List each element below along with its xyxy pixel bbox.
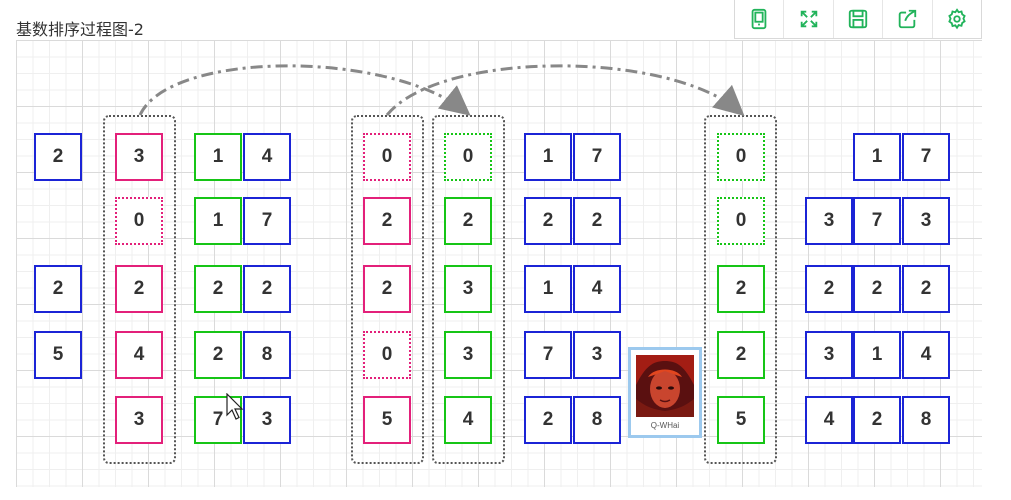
bucket-cell: 4	[115, 331, 163, 379]
bucket-cell-padded: 0	[444, 133, 492, 181]
bucket-cell: 3	[444, 265, 492, 313]
bucket-cell: 5	[717, 396, 765, 444]
digit-cell: 4	[573, 265, 621, 313]
bucket-group-2	[351, 115, 424, 464]
digit-cell: 1	[524, 265, 572, 313]
settings-button[interactable]	[933, 0, 981, 38]
digit-cell: 3	[573, 331, 621, 379]
bucket-cell-padded: 0	[717, 133, 765, 181]
digit-cell: 8	[902, 396, 950, 444]
digit-cell: 3	[805, 197, 853, 245]
bucket-cell: 3	[115, 396, 163, 444]
avatar	[636, 355, 694, 417]
digit-cell: 2	[853, 265, 901, 313]
digit-cell: 7	[524, 331, 572, 379]
avatar-name: Q-WHai	[650, 421, 680, 430]
bucket-group-1	[103, 115, 176, 464]
digit-cell: 8	[573, 396, 621, 444]
tablet-view-button[interactable]	[735, 0, 785, 38]
bucket-cell: 2	[115, 265, 163, 313]
bucket-group-4	[704, 115, 777, 464]
digit-cell: 3	[902, 197, 950, 245]
gear-icon	[948, 8, 966, 30]
number-cell: 2	[34, 133, 82, 181]
bucket-cell: 2	[444, 197, 492, 245]
bucket-cell: 2	[717, 331, 765, 379]
bucket-cell-padded: 0	[363, 331, 411, 379]
digit-cell: 4	[902, 331, 950, 379]
digit-cell: 2	[524, 396, 572, 444]
diagram-title: 基数排序过程图-2	[16, 20, 144, 39]
bucket-cell: 3	[444, 331, 492, 379]
digit-cell: 2	[573, 197, 621, 245]
digit-cell: 7	[853, 197, 901, 245]
bucket-cell: 5	[363, 396, 411, 444]
user-avatar-card[interactable]: Q-WHai	[628, 347, 702, 438]
tablet-icon	[751, 8, 767, 30]
share-arrow-icon	[899, 9, 917, 29]
bucket-cell-padded: 0	[363, 133, 411, 181]
digit-cell: 3	[243, 396, 291, 444]
mouse-cursor-icon	[226, 393, 244, 420]
expand-arrows-icon	[800, 10, 817, 28]
digit-cell: 8	[243, 331, 291, 379]
save-button[interactable]	[834, 0, 884, 38]
bucket-cell: 2	[717, 265, 765, 313]
share-button[interactable]	[883, 0, 933, 38]
bucket-cell: 2	[363, 265, 411, 313]
bucket-cell-padded: 0	[717, 197, 765, 245]
number-cell: 5	[34, 331, 82, 379]
bucket-cell: 4	[444, 396, 492, 444]
digit-cell: 1	[853, 331, 901, 379]
digit-cell: 7	[243, 197, 291, 245]
bucket-cell: 3	[115, 133, 163, 181]
digit-cell: 1	[853, 133, 901, 181]
digit-cell: 2	[194, 265, 242, 313]
digit-cell: 4	[805, 396, 853, 444]
digit-cell: 1	[194, 197, 242, 245]
digit-cell: 1	[194, 133, 242, 181]
toolbar	[734, 0, 982, 39]
floppy-disk-icon	[848, 9, 868, 29]
number-cell: 2	[34, 265, 82, 313]
digit-cell: 4	[243, 133, 291, 181]
digit-cell: 7	[573, 133, 621, 181]
digit-cell: 2	[805, 265, 853, 313]
digit-cell: 2	[524, 197, 572, 245]
digit-cell: 2	[853, 396, 901, 444]
digit-cell: 3	[805, 331, 853, 379]
fullscreen-button[interactable]	[784, 0, 834, 38]
digit-cell: 7	[902, 133, 950, 181]
digit-cell: 2	[243, 265, 291, 313]
bucket-cell-padded: 0	[115, 197, 163, 245]
digit-cell: 2	[902, 265, 950, 313]
digit-cell: 2	[194, 331, 242, 379]
bucket-cell: 2	[363, 197, 411, 245]
bucket-group-3	[432, 115, 505, 464]
digit-cell: 1	[524, 133, 572, 181]
